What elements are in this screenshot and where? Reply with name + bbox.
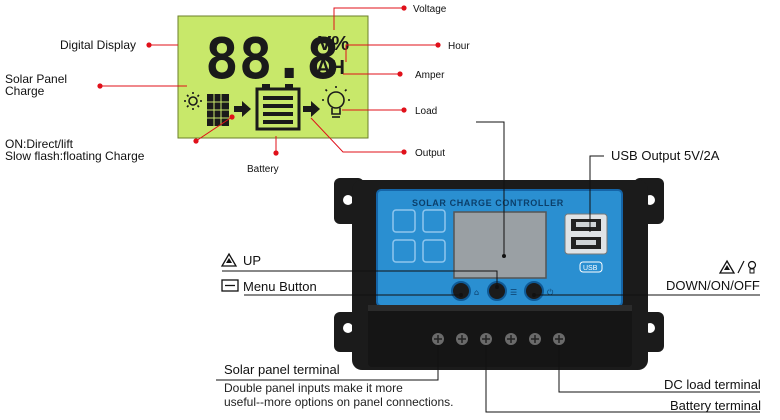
solar-panel-icon — [207, 94, 229, 126]
label-solar-panel-terminal: Solar panel terminal — [224, 362, 340, 377]
terminal-screws — [432, 333, 565, 345]
label-amper: Amper — [415, 70, 445, 81]
label-battery: Battery — [247, 164, 279, 175]
label-slow-flash: Slow flash:floating Charge — [5, 149, 145, 163]
label-hour: Hour — [448, 41, 470, 52]
charge-controller — [334, 178, 664, 370]
label-load: Load — [415, 106, 438, 117]
label-voltage: Voltage — [413, 4, 447, 15]
label-solar-panel-charge-2: Charge — [5, 84, 45, 98]
device-title: SOLAR CHARGE CONTROLLER — [412, 198, 564, 208]
lcd-closeup: 88.8 V% AH — [177, 15, 369, 139]
label-on-direct-lift: ON:Direct/lift — [5, 137, 74, 151]
label-output: Output — [415, 148, 446, 159]
label-dc-load-terminal: DC load terminal — [664, 377, 761, 392]
label-battery-terminal: Battery terminal — [670, 398, 762, 413]
menu-button-icon — [221, 279, 239, 292]
bulb-icon — [322, 86, 350, 118]
label-down-on-off: DOWN/ON/OFF — [666, 278, 760, 293]
label-usb-output: USB Output 5V/2A — [611, 148, 720, 163]
battery-icon — [255, 84, 301, 131]
note-line-2: useful--more options on panel connection… — [224, 395, 454, 409]
usb-badge: USB — [583, 265, 598, 272]
warning-up-icon — [220, 252, 238, 267]
label-up: UP — [243, 253, 262, 268]
leader-lines — [216, 121, 760, 413]
lcd-unit-bottom: AH — [316, 57, 345, 79]
warning-bulb-icon — [718, 259, 757, 274]
label-menu-button: Menu Button — [243, 279, 317, 294]
lcd-digits: 88.8 — [205, 27, 340, 92]
sun-icon — [184, 92, 202, 110]
lcd-unit-top: V% — [318, 33, 349, 55]
arrow-right-icon — [234, 101, 251, 117]
note-line-1: Double panel inputs make it more — [224, 381, 403, 395]
button-mark-menu: ☰ — [510, 288, 517, 297]
callout-dots — [97, 5, 441, 156]
label-solar-panel-charge-1: Solar Panel — [5, 72, 68, 86]
leader-dots — [459, 254, 536, 297]
callout-lines — [100, 7, 438, 153]
button-mark-home: ⌂ — [474, 288, 479, 297]
arrow-right-icon — [303, 101, 320, 117]
label-digital-display: Digital Display — [60, 38, 137, 52]
button-mark-power: ⏻ — [547, 288, 554, 297]
